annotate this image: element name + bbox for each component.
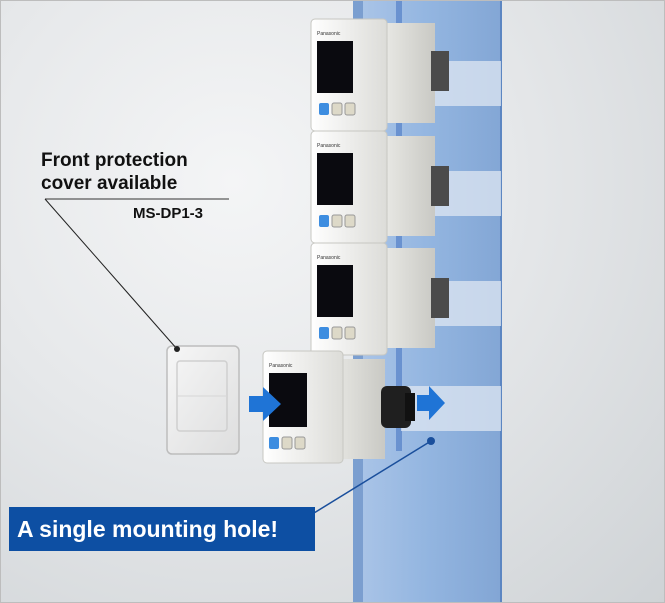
pressure-sensor-mounting: Panasonic — [262, 350, 415, 464]
brand-label: Panasonic — [317, 31, 341, 37]
cover-callout-line2: cover available — [41, 173, 178, 194]
brand-label: Panasonic — [317, 255, 341, 261]
pressure-sensor-3: Panasonic — [310, 242, 449, 356]
mounting-hole-banner: A single mounting hole! — [9, 507, 315, 551]
cover-callout-line1: Front protection — [41, 150, 188, 171]
front-protection-cover — [166, 345, 240, 455]
pressure-sensor-1: Panasonic — [310, 18, 449, 132]
brand-label: Panasonic — [317, 143, 341, 149]
brand-label: Panasonic — [269, 363, 293, 369]
cover-leader-line — [44, 198, 229, 352]
hole-leader-line — [300, 437, 435, 522]
cover-part-number: MS-DP1-3 — [133, 205, 204, 222]
arrow-right-icon — [249, 387, 281, 421]
cover-callout: Front protection cover available — [41, 149, 241, 195]
arrow-right-icon — [417, 386, 445, 420]
pressure-sensor-2: Panasonic — [310, 130, 449, 244]
